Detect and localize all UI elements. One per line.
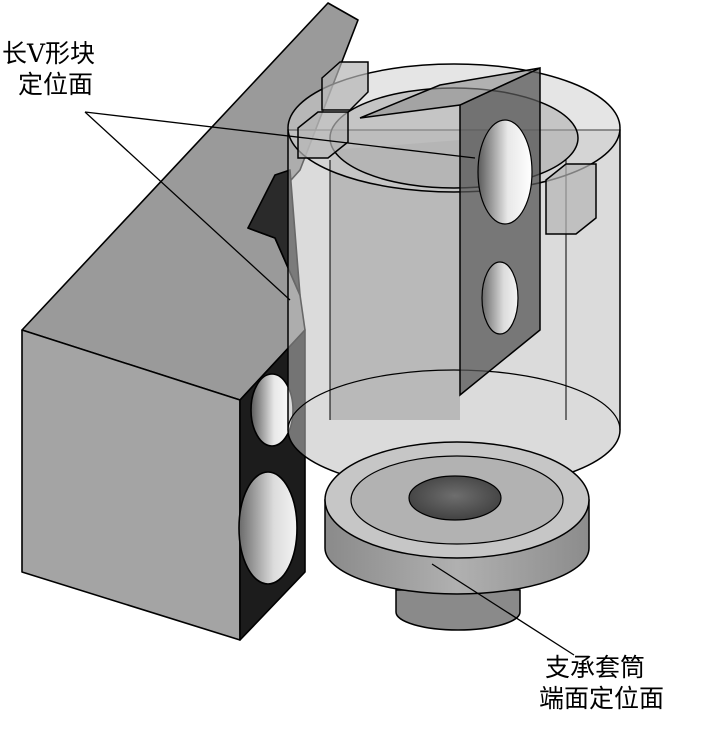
prism-lower-hole: [481, 261, 519, 335]
sleeve-end-face-label: 支承套筒 端面定位面: [539, 652, 664, 714]
v-block-lower-hole: [238, 471, 298, 585]
top-key-left: [297, 111, 349, 159]
leader-lines: [84, 111, 575, 656]
leader-v-block-1: [84, 111, 476, 159]
v-block-upper-hole: [250, 373, 294, 447]
label-s-line2: 端面定位面: [539, 684, 665, 713]
sleeve-bore: [408, 475, 502, 521]
cylinder-housing: [287, 61, 621, 491]
label-s-line1: 支承套筒: [545, 653, 646, 682]
label-v-line1: 长V形块: [2, 39, 96, 68]
sleeve-stem: [395, 589, 521, 631]
v-block: [21, 2, 359, 641]
support-sleeve: [324, 441, 590, 631]
leader-v-block-2: [84, 111, 291, 301]
top-key-upper: [321, 61, 369, 111]
cylinder-bottom-rim: [287, 369, 621, 431]
hex-prism-top: [359, 67, 541, 119]
cylinder-inner-column: [330, 140, 460, 420]
prism-upper-hole: [477, 119, 533, 225]
leader-sleeve: [431, 563, 575, 656]
top-key-right: [545, 163, 597, 235]
label-v-line2: 定位面: [18, 70, 94, 99]
v-block-locating-face-label: 长V形块 定位面: [2, 38, 95, 100]
